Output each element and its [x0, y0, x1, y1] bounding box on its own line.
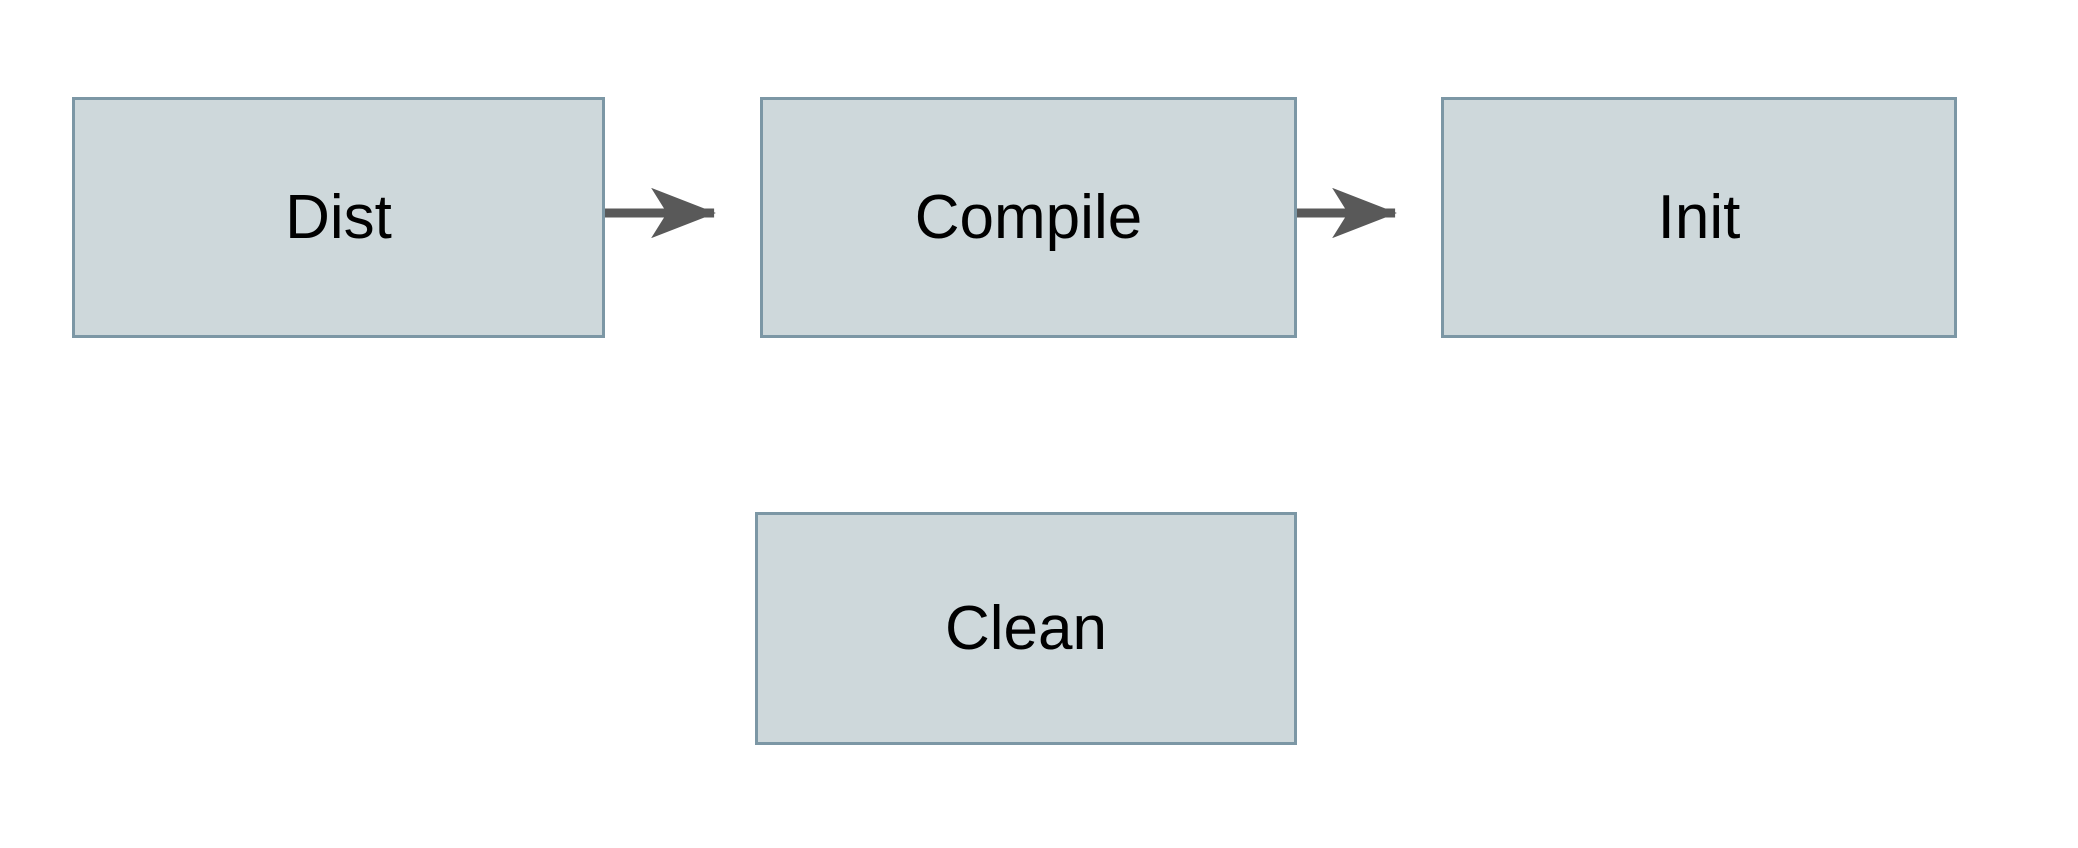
- node-dist[interactable]: Dist: [72, 97, 605, 338]
- node-clean[interactable]: Clean: [755, 512, 1297, 745]
- node-compile-label: Compile: [914, 182, 1143, 252]
- node-init[interactable]: Init: [1441, 97, 1957, 338]
- node-dist-label: Dist: [285, 182, 392, 252]
- node-init-label: Init: [1657, 182, 1741, 252]
- node-clean-label: Clean: [945, 593, 1107, 663]
- node-compile[interactable]: Compile: [760, 97, 1297, 338]
